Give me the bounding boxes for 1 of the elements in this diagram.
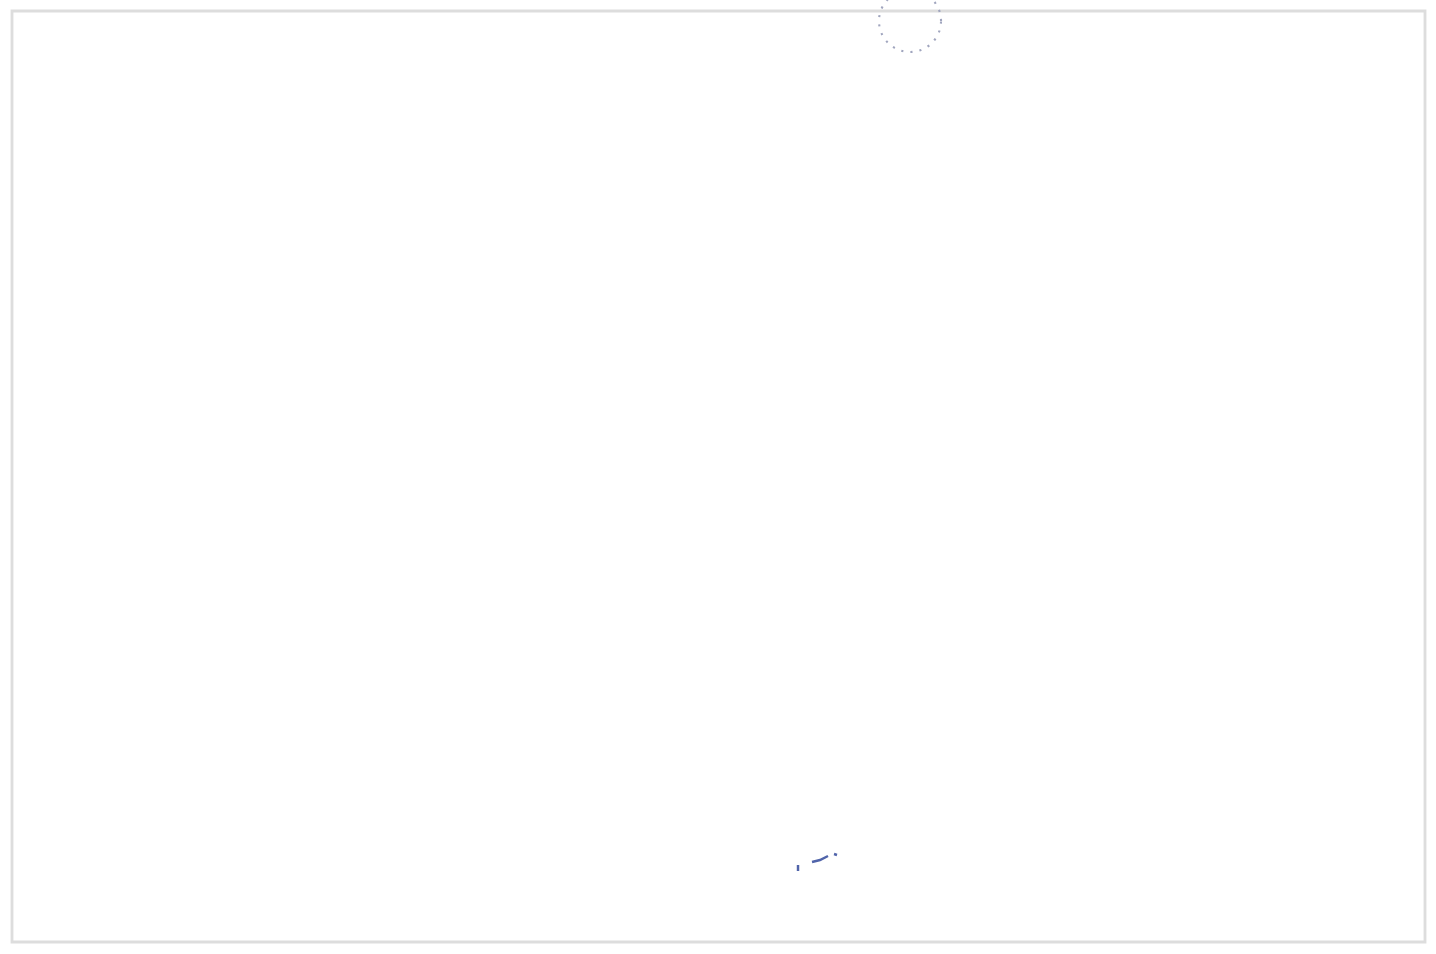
scribble-drawing xyxy=(796,852,839,873)
